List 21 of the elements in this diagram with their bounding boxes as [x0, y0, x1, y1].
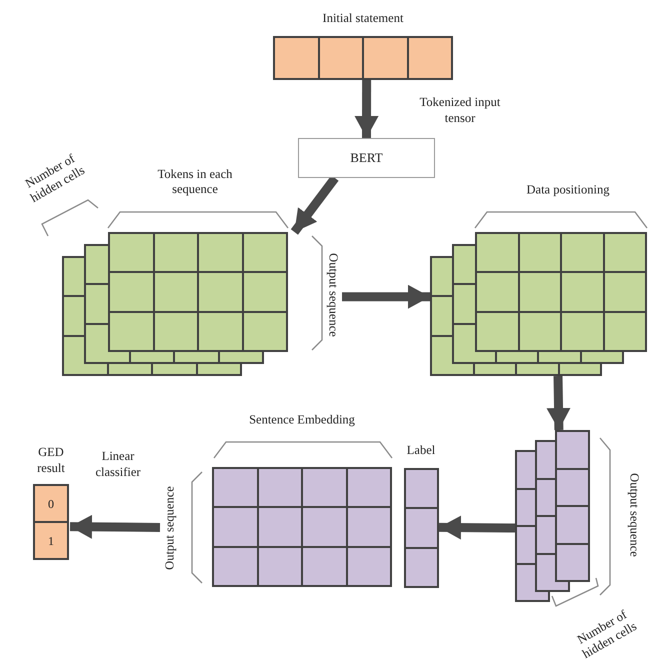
annotation-text: Tokens in each sequence — [156, 167, 234, 197]
node-heading: Initial statement — [322, 10, 404, 26]
arrow — [342, 284, 430, 309]
annotation-text: Sentence Embedding — [248, 412, 356, 428]
box-label: BERT — [350, 149, 383, 168]
cell-value: 1 — [48, 532, 54, 550]
arrow — [546, 376, 571, 430]
annotation-text: Data positioning — [526, 182, 610, 198]
tensor-vector — [403, 442, 439, 588]
arrow — [70, 514, 160, 539]
node-heading: GED result — [36, 444, 66, 476]
arrow — [438, 516, 516, 540]
tensor-stack-drawing — [430, 232, 647, 376]
annotation-text: Output sequence — [626, 472, 642, 559]
node-heading: Label — [406, 442, 436, 458]
tensor-vector — [273, 10, 453, 80]
annotation-text: Output sequence — [326, 252, 340, 339]
arrow — [354, 80, 379, 138]
cell-value: 0 — [48, 496, 54, 512]
process-box — [298, 138, 435, 178]
annotation-text: Output sequence — [162, 485, 178, 572]
